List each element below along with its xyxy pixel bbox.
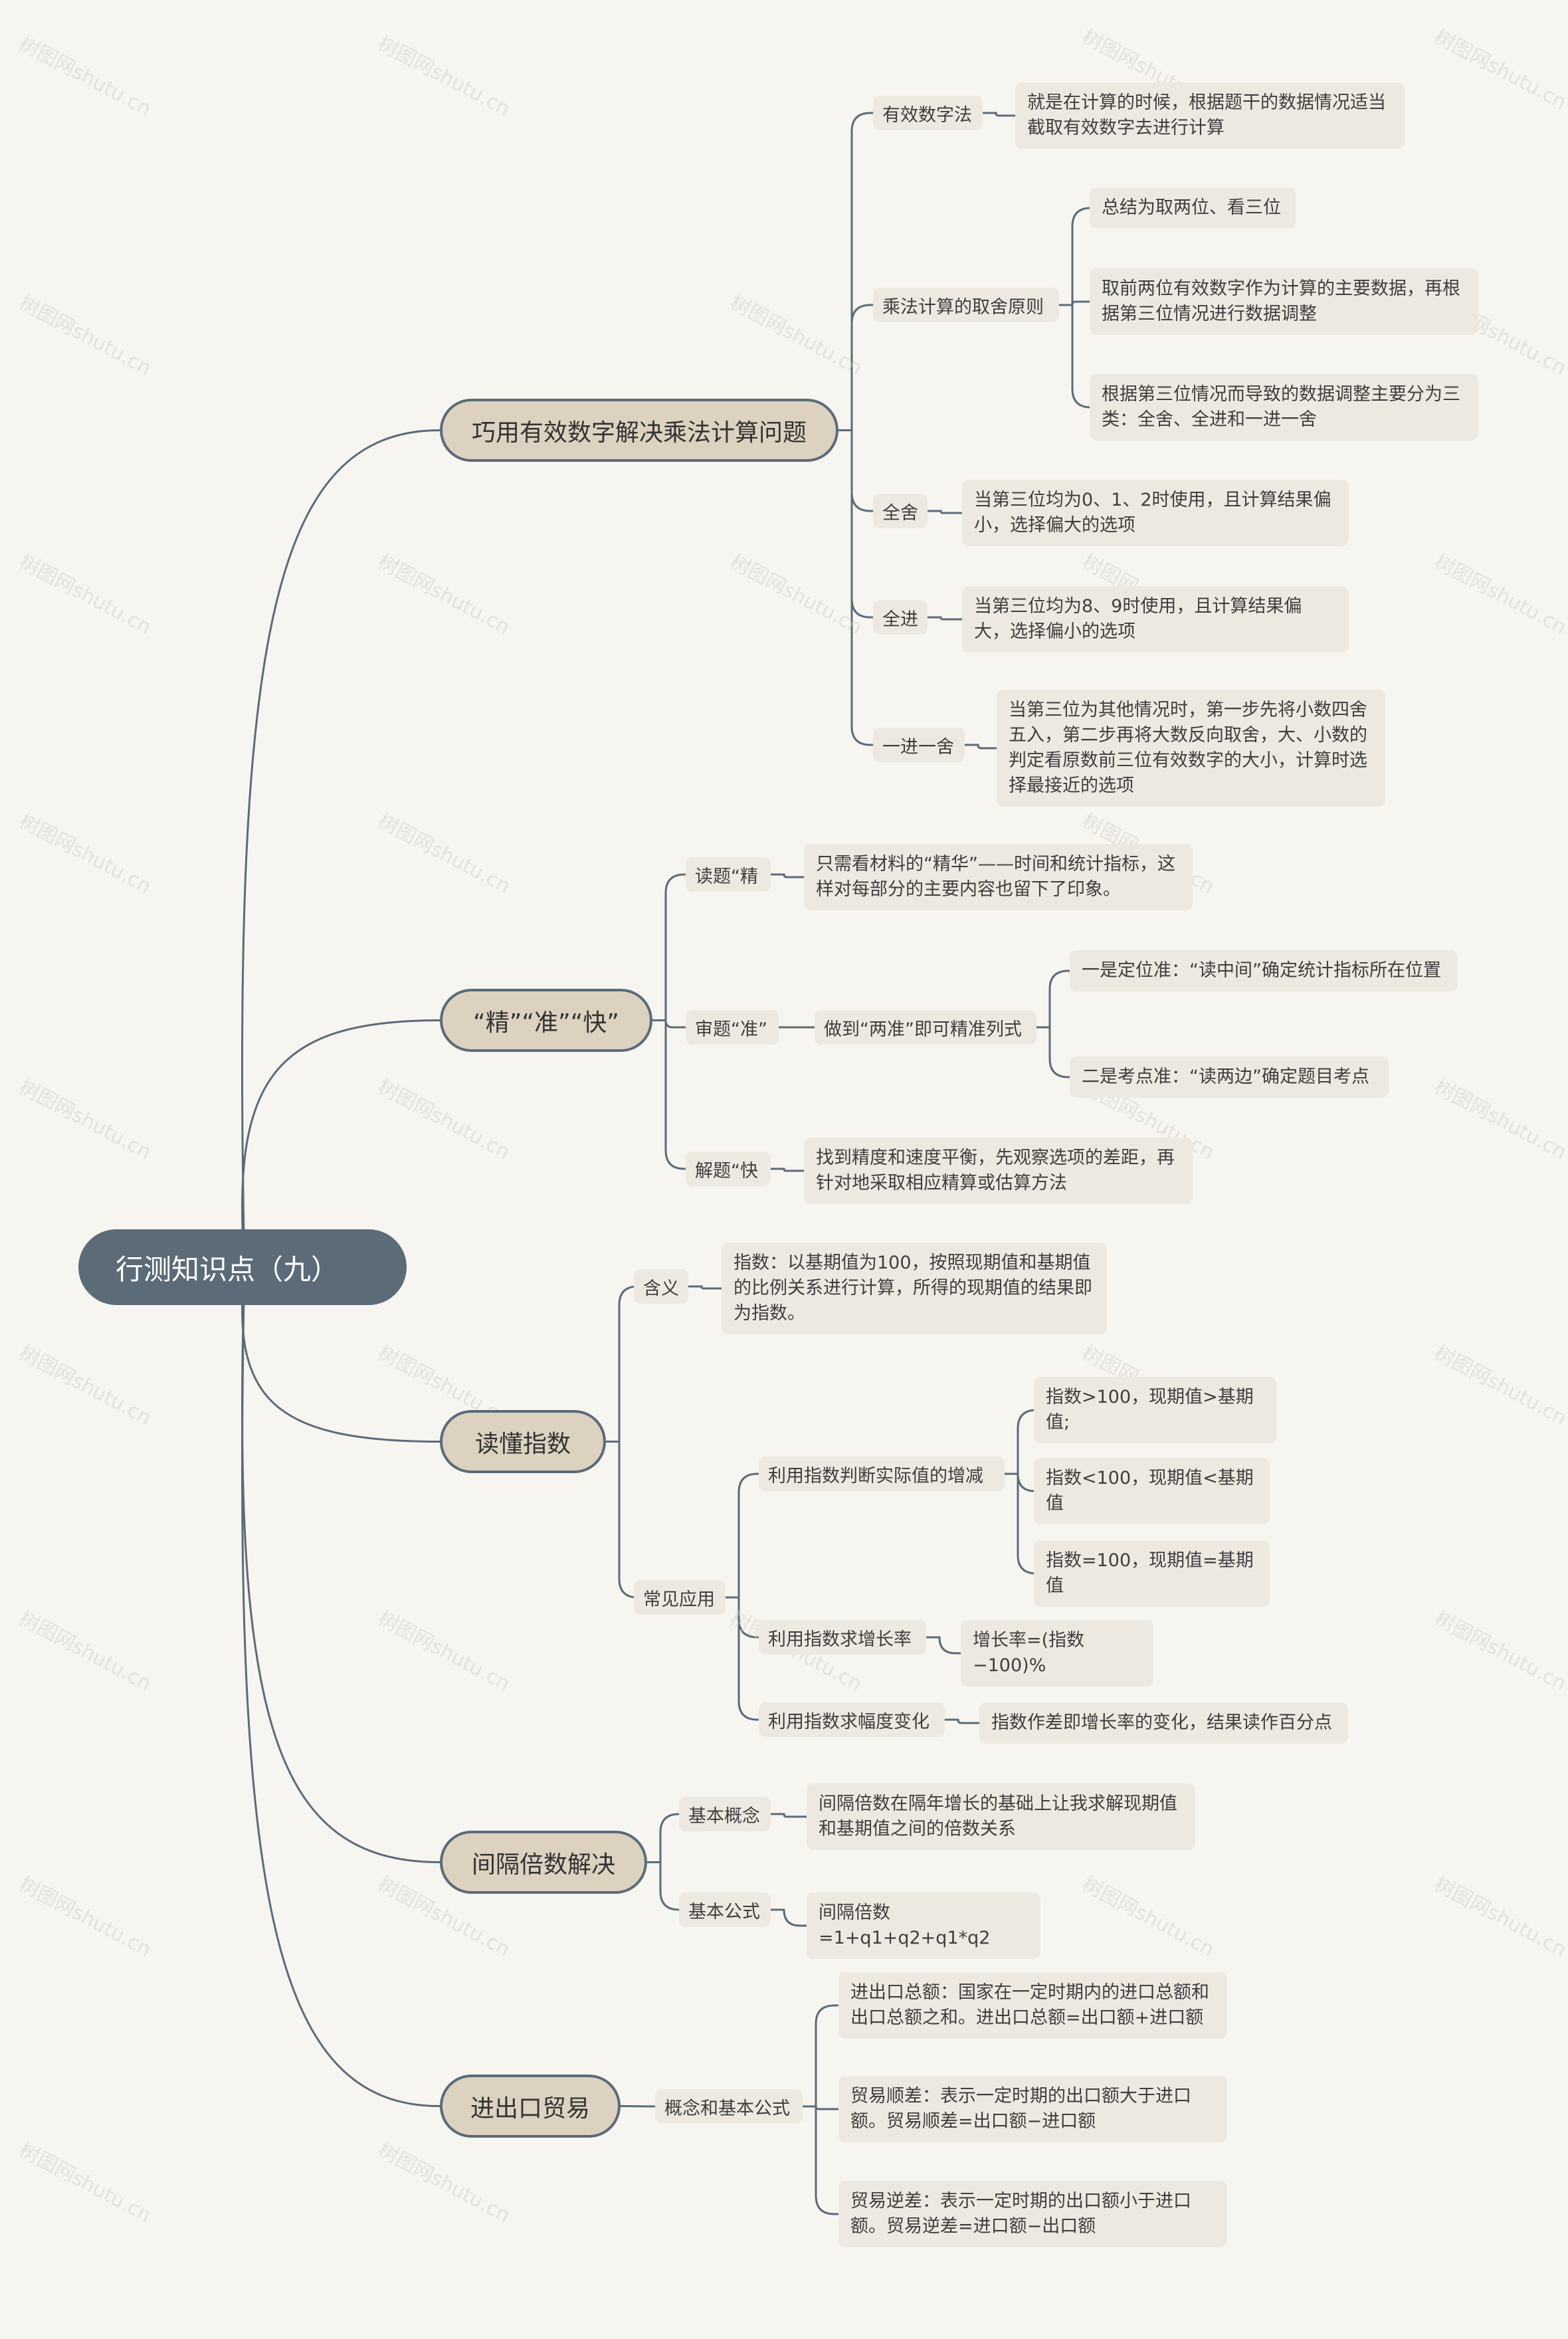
connector-line <box>652 873 686 1021</box>
connector-line <box>606 1285 638 1443</box>
topic-judge-increase-decrease[interactable]: 利用指数判断实际值的增减 <box>759 1457 1005 1491</box>
topic-all-round-down[interactable]: 全舍 <box>873 494 928 528</box>
note-total-trade[interactable]: 进出口总额：国家在一定时期内的进口总额和出口总额之和。进出口总额=出口额+进口额 <box>838 1972 1227 2039</box>
note-index-below-100[interactable]: 指数<100，现期值<基期值 <box>1034 1458 1270 1524</box>
note-growth-rate-formula[interactable]: 增长率=(指数−100)% <box>961 1620 1153 1686</box>
connector-line <box>771 1908 807 1927</box>
topic-one-up-one-down[interactable]: 一进一舍 <box>873 728 965 762</box>
note-take-two-see-three[interactable]: 总结为取两位、看三位 <box>1090 187 1296 229</box>
connector-line <box>620 2105 656 2108</box>
connector-line <box>1059 304 1092 409</box>
branch-import-export-trade[interactable]: 进出口贸易 <box>440 2075 621 2138</box>
note-effective-digit-method[interactable]: 就是在计算的时候，根据题干的数据情况适当截取有效数字去进行计算 <box>1015 82 1405 149</box>
topic-basic-formula[interactable]: 基本公式 <box>679 1892 771 1927</box>
note-solve-fast[interactable]: 找到精度和速度平衡，先观察选项的差距，再针对地采取相应精算或估算方法 <box>804 1138 1193 1204</box>
topic-concepts-formulas[interactable]: 概念和基本公式 <box>655 2089 803 2124</box>
connector-line <box>803 2105 838 2215</box>
note-all-round-up[interactable]: 当第三位均为8、9时使用，且计算结果偏大，选择偏小的选项 <box>962 586 1349 653</box>
note-locate-accurate[interactable]: 一是定位准：“读中间”确定统计指标所在位置 <box>1070 950 1458 991</box>
connector-line <box>928 616 962 621</box>
connector-line <box>647 1861 680 1911</box>
connector-line <box>965 744 997 750</box>
connector-line <box>1059 207 1092 306</box>
branch-interval-multiple[interactable]: 间隔倍数解决 <box>440 1831 647 1894</box>
note-trade-deficit[interactable]: 贸易逆差：表示一定时期的出口额小于进口额。贸易逆差=进口额−出口额 <box>838 2181 1227 2247</box>
root-topic[interactable]: 行测知识点（九） <box>78 1229 407 1305</box>
connector-line <box>241 1267 441 2107</box>
connector-line <box>771 873 804 878</box>
note-index-equal-100[interactable]: 指数=100，现期值=基期值 <box>1034 1540 1270 1607</box>
topic-review-accurate[interactable]: 审题“准” <box>686 1010 779 1045</box>
topic-two-accurate[interactable]: 做到“两准”即可精准列式 <box>815 1010 1036 1045</box>
connector-line <box>928 510 962 514</box>
connector-line <box>1005 1409 1037 1475</box>
topic-index-meaning[interactable]: 含义 <box>634 1269 688 1304</box>
connector-line <box>803 2004 838 2108</box>
note-point-accurate[interactable]: 二是考点准：“读两边”确定题目考点 <box>1070 1057 1389 1098</box>
branch-effective-digits[interactable]: 巧用有效数字解决乘法计算问题 <box>440 399 838 462</box>
branch-index[interactable]: 读懂指数 <box>440 1410 606 1473</box>
topic-read-precise[interactable]: 读题“精 <box>686 857 771 892</box>
note-all-round-down[interactable]: 当第三位均为0、1、2时使用，且计算结果偏小，选择偏大的选项 <box>962 480 1349 546</box>
connector-line <box>652 1019 686 1029</box>
connector-line <box>838 304 873 431</box>
topic-common-applications[interactable]: 常见应用 <box>634 1580 726 1615</box>
connector-line <box>606 1441 638 1599</box>
note-three-adjust-types[interactable]: 根据第三位情况而导致的数据调整主要分为三类：全舍、全进和一进一舍 <box>1090 374 1478 441</box>
topic-all-round-up[interactable]: 全进 <box>873 600 928 635</box>
connector-line <box>241 1267 441 1863</box>
connector-line <box>241 1019 441 1268</box>
connector-line <box>1005 1473 1037 1575</box>
note-basic-concept[interactable]: 间隔倍数在隔年增长的基础上让我求解现期值和基期值之间的倍数关系 <box>807 1783 1195 1850</box>
connector-line <box>838 112 873 431</box>
connector-line <box>926 1636 961 1655</box>
topic-effective-digit-method[interactable]: 有效数字法 <box>873 96 983 130</box>
note-one-up-one-down[interactable]: 当第三位为其他情况时，第一步先将小数四舍五入，第二步再将大数反向取舍，大、小数的… <box>997 690 1385 807</box>
connector-line <box>945 1718 979 1724</box>
topic-growth-rate[interactable]: 利用指数求增长率 <box>759 1620 926 1655</box>
connector-line <box>1036 969 1070 1029</box>
note-index-meaning[interactable]: 指数：以基期值为100，按照现期值和基期值的比例关系进行计算，所得的现期值的结果… <box>722 1243 1107 1334</box>
note-trade-surplus[interactable]: 贸易顺差：表示一定时期的出口额大于进口额。贸易顺差=出口额−进口额 <box>838 2076 1227 2142</box>
note-amplitude-change[interactable]: 指数作差即增长率的变化，结果读作百分点 <box>979 1702 1348 1744</box>
connector-line <box>838 429 873 512</box>
connector-line <box>652 1019 686 1170</box>
connector-line <box>241 429 441 1268</box>
connector-line <box>647 1813 680 1863</box>
topic-basic-concept[interactable]: 基本概念 <box>679 1797 771 1831</box>
branch-precise-accurate-fast[interactable]: “精”“准”“快” <box>440 989 652 1052</box>
connector-line <box>1005 1473 1036 1492</box>
note-first-two-digits[interactable]: 取前两位有效数字作为计算的主要数据，再根据第三位情况进行数据调整 <box>1090 268 1478 335</box>
connector-line <box>726 1596 759 1721</box>
topic-amplitude-change[interactable]: 利用指数求幅度变化 <box>759 1702 945 1737</box>
note-index-above-100[interactable]: 指数>100，现期值>基期值; <box>1034 1377 1276 1443</box>
connector-line <box>726 1596 759 1639</box>
note-interval-formula[interactable]: 间隔倍数=1+q1+q2+q1*q2 <box>807 1892 1040 1959</box>
note-read-precise[interactable]: 只需看材料的“精华”——时间和统计指标，这样对每部分的主要内容也留下了印象。 <box>804 844 1193 910</box>
topic-multiplication-rounding[interactable]: 乘法计算的取舍原则 <box>873 288 1059 322</box>
connector-line <box>688 1285 722 1290</box>
connector-line <box>771 1168 804 1172</box>
topic-solve-fast[interactable]: 解题“快 <box>686 1152 771 1186</box>
connector-line <box>726 1473 759 1599</box>
connector-line <box>838 429 873 619</box>
connector-line <box>838 429 873 746</box>
connector-line <box>1036 1026 1070 1078</box>
connector-line <box>771 1813 807 1818</box>
connector-line <box>983 112 1015 117</box>
